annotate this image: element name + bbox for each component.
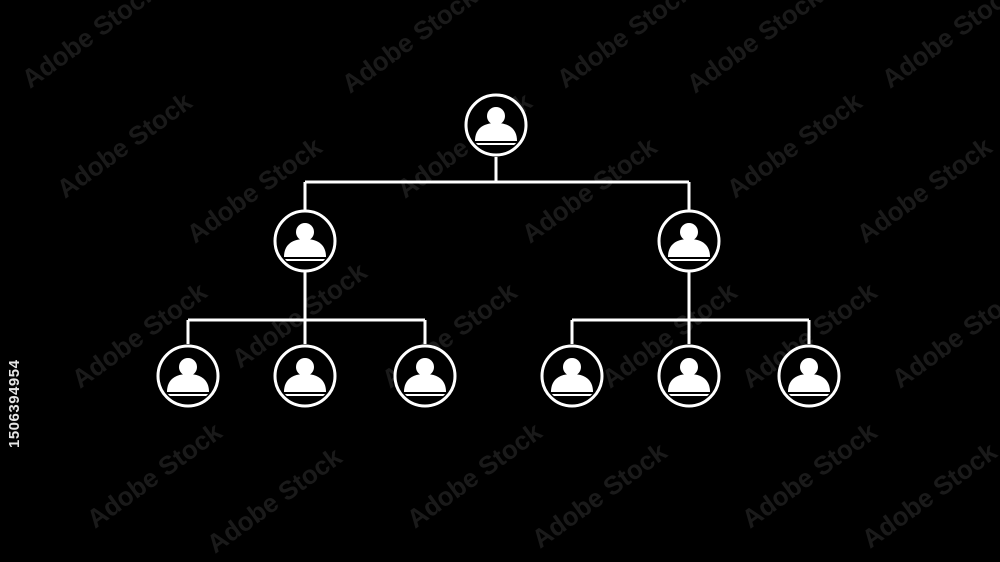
node-member-left-3: [393, 344, 457, 408]
person-icon: [164, 358, 212, 396]
node-member-right-2: [657, 344, 721, 408]
node-root: [464, 93, 528, 157]
person-icon: [281, 223, 329, 261]
person-icon: [401, 358, 449, 396]
person-icon: [785, 358, 833, 396]
node-manager-right: [657, 209, 721, 273]
node-manager-left: [273, 209, 337, 273]
node-member-left-2: [273, 344, 337, 408]
person-icon: [472, 107, 520, 145]
person-icon: [281, 358, 329, 396]
org-chart-nodes: [156, 93, 841, 408]
node-member-right-1: [540, 344, 604, 408]
person-icon: [548, 358, 596, 396]
node-member-right-3: [777, 344, 841, 408]
person-icon: [665, 358, 713, 396]
person-icon: [665, 223, 713, 261]
node-member-left-1: [156, 344, 220, 408]
connector-lines: [186, 157, 811, 344]
